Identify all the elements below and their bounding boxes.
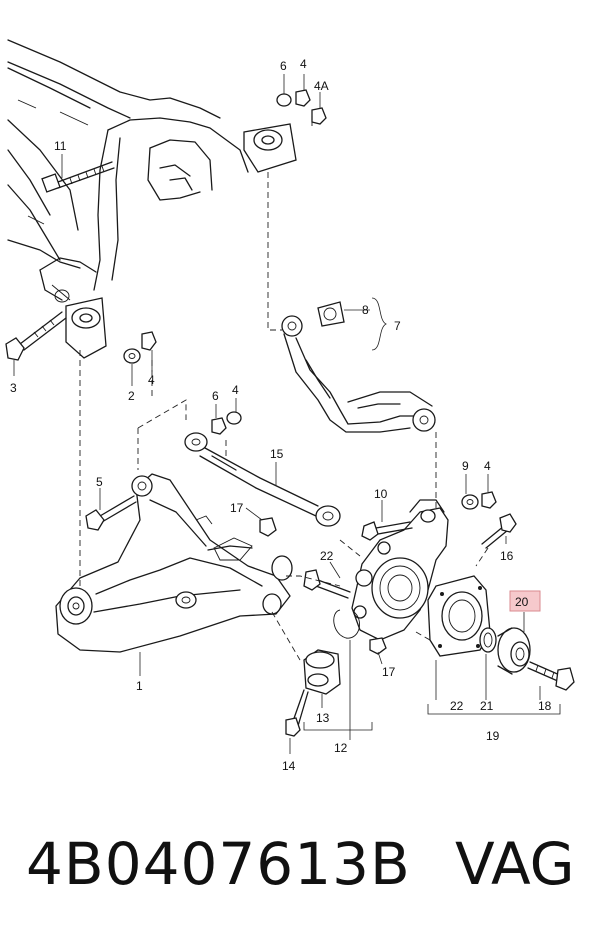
callout-1: 1 bbox=[136, 679, 143, 693]
nut-17-upper bbox=[259, 517, 277, 537]
bolt-10 bbox=[361, 521, 413, 541]
bolt-11 bbox=[41, 161, 115, 193]
washer-9-nut-4 bbox=[461, 491, 497, 510]
callout-4A-top: 4A bbox=[314, 79, 329, 93]
washer-2-nut-4 bbox=[123, 331, 157, 364]
bolt-16 bbox=[481, 513, 517, 549]
callout-17-upper: 17 bbox=[230, 501, 244, 515]
subframe-bushing-left bbox=[51, 284, 107, 359]
bolt-14 bbox=[285, 689, 309, 737]
callout-11: 11 bbox=[54, 139, 67, 153]
wheel-carrier bbox=[333, 499, 449, 655]
callout-6-mid: 6 bbox=[212, 389, 219, 403]
callout-labels: 6 4 4A 11 3 2 4 8 7 6 4 15 5 17 10 9 4 1… bbox=[10, 57, 552, 773]
callout-4-right: 4 bbox=[484, 459, 491, 473]
ring-21 bbox=[479, 627, 497, 653]
bolt-18 bbox=[527, 661, 575, 691]
brand-text: VAG bbox=[455, 830, 575, 898]
leader-lines bbox=[13, 74, 561, 754]
callout-4-mid: 4 bbox=[232, 383, 239, 397]
upper-control-arm-7 bbox=[281, 301, 436, 433]
callout-20: 20 bbox=[515, 595, 529, 609]
callout-21: 21 bbox=[480, 699, 494, 713]
wheel-bearing-housing bbox=[427, 575, 491, 657]
callout-10: 10 bbox=[374, 487, 388, 501]
callout-3: 3 bbox=[10, 381, 17, 395]
callout-14: 14 bbox=[282, 759, 296, 773]
bolt-22-upper bbox=[303, 569, 351, 599]
callout-18: 18 bbox=[538, 699, 552, 713]
subframe-bushing-right bbox=[243, 123, 297, 173]
bushing-13 bbox=[303, 649, 341, 695]
highlight-box-20 bbox=[509, 590, 541, 612]
part-number-text: 4B0407613B bbox=[26, 830, 411, 898]
callout-4-top: 4 bbox=[300, 57, 307, 71]
callout-15: 15 bbox=[270, 447, 284, 461]
top-hardware bbox=[276, 89, 327, 125]
callout-17-lower: 17 bbox=[382, 665, 396, 679]
track-link-15 bbox=[184, 411, 341, 527]
callout-6-top: 6 bbox=[280, 59, 287, 73]
callout-22-upper: 22 bbox=[320, 549, 334, 563]
callout-5: 5 bbox=[96, 475, 103, 489]
callout-16: 16 bbox=[500, 549, 514, 563]
callout-13: 13 bbox=[316, 711, 330, 725]
bolt-3 bbox=[5, 311, 67, 361]
exploded-suspension-diagram: 6 4 4A 11 3 2 4 8 7 6 4 15 5 17 10 9 4 1… bbox=[5, 39, 575, 773]
wheel-hub-20 bbox=[497, 627, 531, 675]
callout-9: 9 bbox=[462, 459, 469, 473]
lower-control-arm-1 bbox=[55, 473, 293, 653]
callout-12: 12 bbox=[334, 741, 348, 755]
callout-4-left: 4 bbox=[148, 373, 155, 387]
bolt-5 bbox=[85, 495, 137, 531]
callout-2: 2 bbox=[128, 389, 135, 403]
callout-8: 8 bbox=[362, 303, 369, 317]
subframe bbox=[7, 39, 249, 301]
callout-22-lower: 22 bbox=[450, 699, 464, 713]
callout-19: 19 bbox=[486, 729, 500, 743]
callout-7: 7 bbox=[394, 319, 401, 333]
assembly-guide-lines bbox=[79, 110, 489, 661]
